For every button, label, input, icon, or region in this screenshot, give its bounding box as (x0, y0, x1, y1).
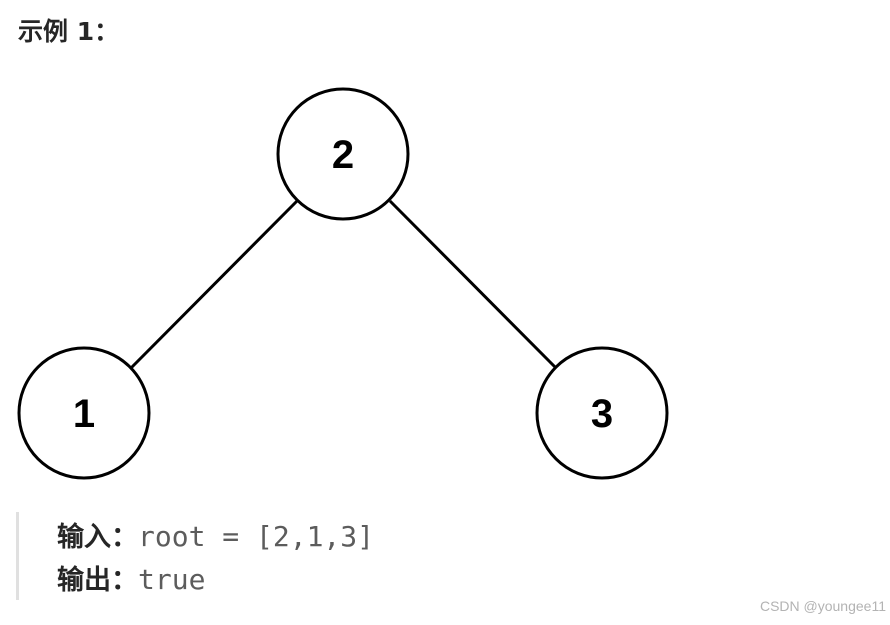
watermark: CSDN @youngee11 (759, 598, 886, 614)
input-label: 输入： (57, 522, 138, 553)
tree-edge-left (129, 199, 299, 370)
tree-node-right-label: 3 (591, 392, 613, 436)
tree-node-root-label: 2 (332, 133, 354, 177)
tree-node-right: 3 (535, 346, 669, 480)
input-value: root = [2,1,3] (138, 520, 375, 553)
example-io-block: 输入：root = [2,1,3] 输出：true (16, 512, 519, 600)
example-output-line: 输出：true (57, 561, 205, 597)
tree-node-right-circle (535, 346, 669, 480)
tree-node-left: 1 (17, 346, 151, 480)
binary-tree-diagram: 2 1 3 (17, 87, 669, 480)
tree-node-root: 2 (276, 87, 410, 221)
output-label: 输出： (57, 565, 138, 596)
tree-node-root-circle (276, 87, 410, 221)
example-input-line: 输入：root = [2,1,3] (57, 518, 374, 554)
tree-edge-right (388, 199, 558, 370)
output-value: true (138, 563, 206, 596)
tree-node-left-label: 1 (73, 392, 95, 436)
tree-node-left-circle (17, 346, 151, 480)
example-heading: 示例 1： (18, 17, 120, 46)
